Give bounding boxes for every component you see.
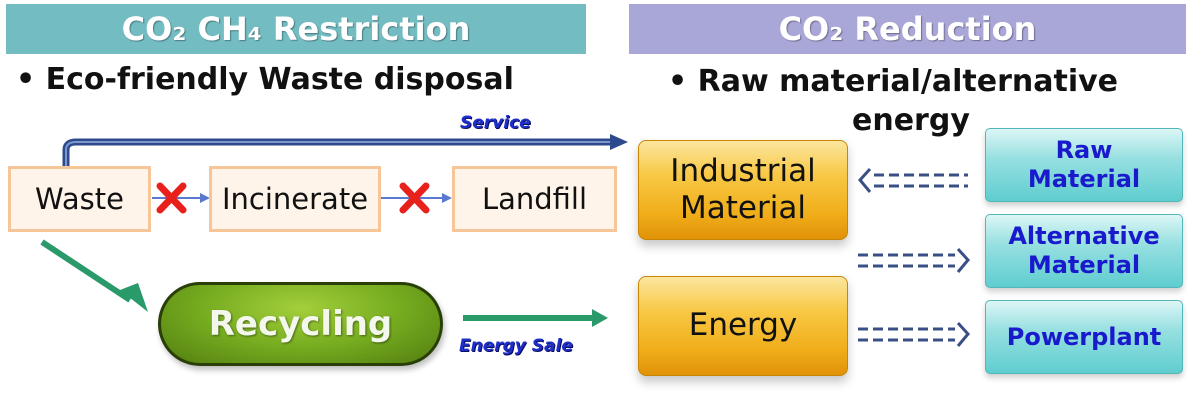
recycling-pill: Recycling — [158, 282, 443, 366]
energy-to-powerplant-arrow — [858, 321, 970, 347]
waste-box: Waste — [8, 166, 151, 232]
right-subtitle-line2: energy — [852, 103, 970, 138]
recycling-label: Recycling — [208, 304, 393, 344]
waste-to-recycling-arrow — [40, 239, 132, 303]
service-arrow — [62, 138, 612, 168]
powerplant-label: Powerplant — [1006, 322, 1162, 351]
red-x-icon — [399, 182, 430, 214]
right-subtitle-line1: • Raw material/alternative — [668, 64, 1119, 99]
alternative-material-label: Alternative Material — [1008, 222, 1160, 279]
raw-material-box: Raw Material — [985, 128, 1183, 202]
service-arrowhead — [610, 134, 628, 150]
industrial-material-label: Industrial Material — [670, 152, 816, 226]
landfill-box: Landfill — [452, 166, 617, 232]
powerplant-box: Powerplant — [985, 300, 1183, 374]
right-banner: CO₂ Reduction — [629, 4, 1186, 54]
service-label: Service — [460, 113, 531, 133]
raw-to-industrial-arrow — [858, 167, 968, 193]
landfill-label: Landfill — [481, 182, 588, 216]
energy-box: Energy — [638, 276, 848, 376]
red-x-icon — [156, 182, 187, 214]
right-banner-title: CO₂ Reduction — [778, 10, 1037, 48]
left-subtitle: • Eco-friendly Waste disposal — [16, 62, 514, 97]
waste-label: Waste — [35, 182, 124, 216]
raw-material-label: Raw Material — [1027, 136, 1141, 193]
industrial-to-alternative-arrow — [858, 247, 970, 273]
alternative-material-box: Alternative Material — [985, 214, 1183, 288]
left-banner-title: CO₂ CH₄ Restriction — [121, 10, 471, 48]
incinerate-box: Incinerate — [209, 166, 381, 232]
incinerate-label: Incinerate — [221, 182, 369, 216]
industrial-material-box: Industrial Material — [638, 140, 848, 240]
left-banner: CO₂ CH₄ Restriction — [6, 4, 586, 54]
energy-label: Energy — [688, 307, 798, 344]
energy-sale-label: Energy Sale — [459, 336, 573, 356]
